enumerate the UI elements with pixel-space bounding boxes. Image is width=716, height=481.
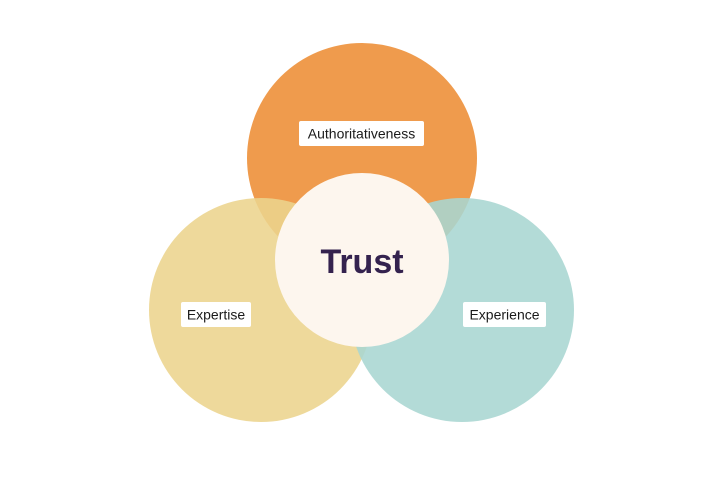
expertise-label-box: Expertise <box>181 302 251 327</box>
expertise-label: Expertise <box>187 307 246 323</box>
authoritativeness-label-box: Authoritativeness <box>299 121 424 146</box>
authoritativeness-label: Authoritativeness <box>308 126 415 142</box>
experience-label: Experience <box>469 307 539 323</box>
experience-label-box: Experience <box>463 302 546 327</box>
trust-label: Trust <box>320 243 403 281</box>
trust-center-circle <box>275 173 449 347</box>
